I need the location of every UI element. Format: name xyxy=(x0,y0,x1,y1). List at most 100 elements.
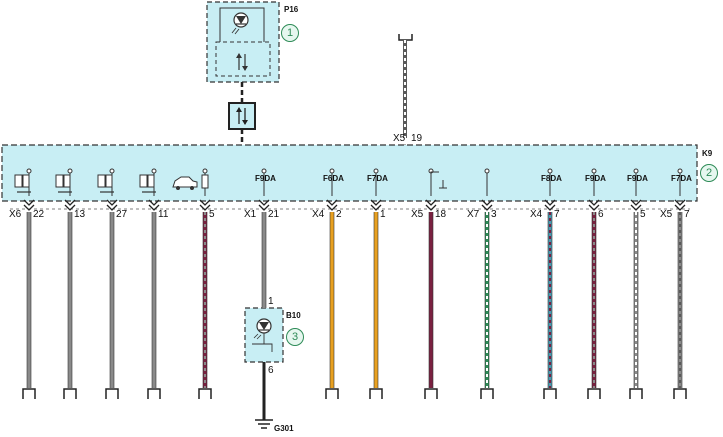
pin-label: 2 xyxy=(336,209,342,220)
fuse-label: F6DA xyxy=(323,174,344,183)
switch-icon xyxy=(430,171,447,192)
connector-chevron xyxy=(425,199,437,211)
pin-label: 13 xyxy=(74,209,86,220)
fuse-label: F8DA xyxy=(541,174,562,183)
p16-label: P16 xyxy=(284,5,299,14)
fuse-label: F9DA xyxy=(627,174,648,183)
connector-label: X4 xyxy=(312,209,325,220)
terminal-cap xyxy=(369,388,383,399)
connector-chevron xyxy=(630,199,642,211)
pin-label: 21 xyxy=(268,209,280,220)
terminal-cap xyxy=(325,388,339,399)
wire-11 xyxy=(543,168,557,399)
k9-pin-symbol xyxy=(484,168,490,196)
wire-4 xyxy=(139,168,161,399)
fuse-label: F7DA xyxy=(671,174,692,183)
k9-pin-symbol xyxy=(329,168,335,196)
wire-13 xyxy=(629,168,643,399)
k9-module xyxy=(1,144,698,210)
seat-icon xyxy=(14,174,31,193)
connector-label: X7 xyxy=(467,209,480,220)
terminal-cap xyxy=(63,388,77,399)
k9-top-pin: 19 xyxy=(411,133,423,144)
terminal-cap xyxy=(22,388,36,399)
connector-chevron xyxy=(148,199,160,211)
indicator-lamp-icon xyxy=(231,12,249,35)
pin-label: 7 xyxy=(554,209,560,220)
terminal-cap xyxy=(629,388,643,399)
terminal-cap xyxy=(105,388,119,399)
connector-chevron xyxy=(199,199,211,211)
k9-pin-symbol xyxy=(591,168,597,196)
terminal-cap xyxy=(587,388,601,399)
terminal-cap xyxy=(198,388,212,399)
data-bus-icon xyxy=(236,53,248,71)
wire-3 xyxy=(97,168,119,399)
pin-label: 5 xyxy=(640,209,646,220)
wire-6 xyxy=(258,168,270,308)
k9-pin-symbol xyxy=(677,168,683,196)
k9-callout: 2 xyxy=(700,164,718,182)
connector-chevron xyxy=(674,199,686,211)
k9-top-connector: X5 xyxy=(393,133,406,144)
car-icon xyxy=(172,174,209,190)
pin-label: 6 xyxy=(598,209,604,220)
fuse-label: F9DA xyxy=(255,174,276,183)
connector-chevron xyxy=(23,199,35,211)
connector-label: X4 xyxy=(530,209,543,220)
b10-callout: 3 xyxy=(286,328,304,346)
wire-10 xyxy=(480,168,494,399)
fuse-label: F7DA xyxy=(367,174,388,183)
pin-label: 27 xyxy=(116,209,128,220)
connector-chevron xyxy=(106,199,118,211)
connector-chevron xyxy=(258,199,270,211)
connector-chevron xyxy=(588,199,600,211)
ground-icon xyxy=(255,419,273,429)
terminal-cap xyxy=(673,388,687,399)
wires-layer xyxy=(14,168,687,399)
connector-label: X1 xyxy=(244,209,257,220)
p16-module xyxy=(206,1,280,83)
terminal-cap xyxy=(480,388,494,399)
ground-label: G301 xyxy=(274,424,294,433)
seat-icon xyxy=(139,174,156,193)
seat-icon xyxy=(97,174,114,193)
wire-7 xyxy=(325,168,339,399)
pin-label: 18 xyxy=(435,209,447,220)
terminal-cap xyxy=(147,388,161,399)
connector-chevron xyxy=(64,199,76,211)
wire-1 xyxy=(14,168,36,399)
pin-label: 3 xyxy=(491,209,497,220)
k9-pin-symbol xyxy=(633,168,639,196)
wire-9 xyxy=(424,168,447,399)
k9-pin-symbol xyxy=(373,168,379,196)
connector-label: X5 xyxy=(411,209,424,220)
wire-14 xyxy=(673,168,687,399)
pin-label: 1 xyxy=(380,209,386,220)
pin-label: 22 xyxy=(33,209,45,220)
connector-chevron xyxy=(326,199,338,211)
wire-12 xyxy=(587,168,601,399)
b10-lamp-icon xyxy=(252,318,273,352)
connector-chevron xyxy=(370,199,382,211)
fuse-label: F9DA xyxy=(585,174,606,183)
seat-icon xyxy=(55,174,72,193)
k9-pin-symbol xyxy=(261,168,267,196)
pin-label: 7 xyxy=(684,209,690,220)
b10-pin-top: 1 xyxy=(268,296,274,307)
b10-label: B10 xyxy=(286,311,301,320)
terminal-cap xyxy=(543,388,557,399)
wire-5 xyxy=(172,168,212,399)
connector-chevron xyxy=(481,199,493,211)
terminal-cap xyxy=(424,388,438,399)
p16-callout: 1 xyxy=(281,24,299,42)
pin-label: 5 xyxy=(209,209,215,220)
wire-2 xyxy=(55,168,77,399)
b10-module xyxy=(244,307,284,429)
connector-label: X6 xyxy=(9,209,22,220)
wire-8 xyxy=(369,168,383,399)
connector-label: X5 xyxy=(660,209,673,220)
b10-pin-bottom: 6 xyxy=(268,365,274,376)
